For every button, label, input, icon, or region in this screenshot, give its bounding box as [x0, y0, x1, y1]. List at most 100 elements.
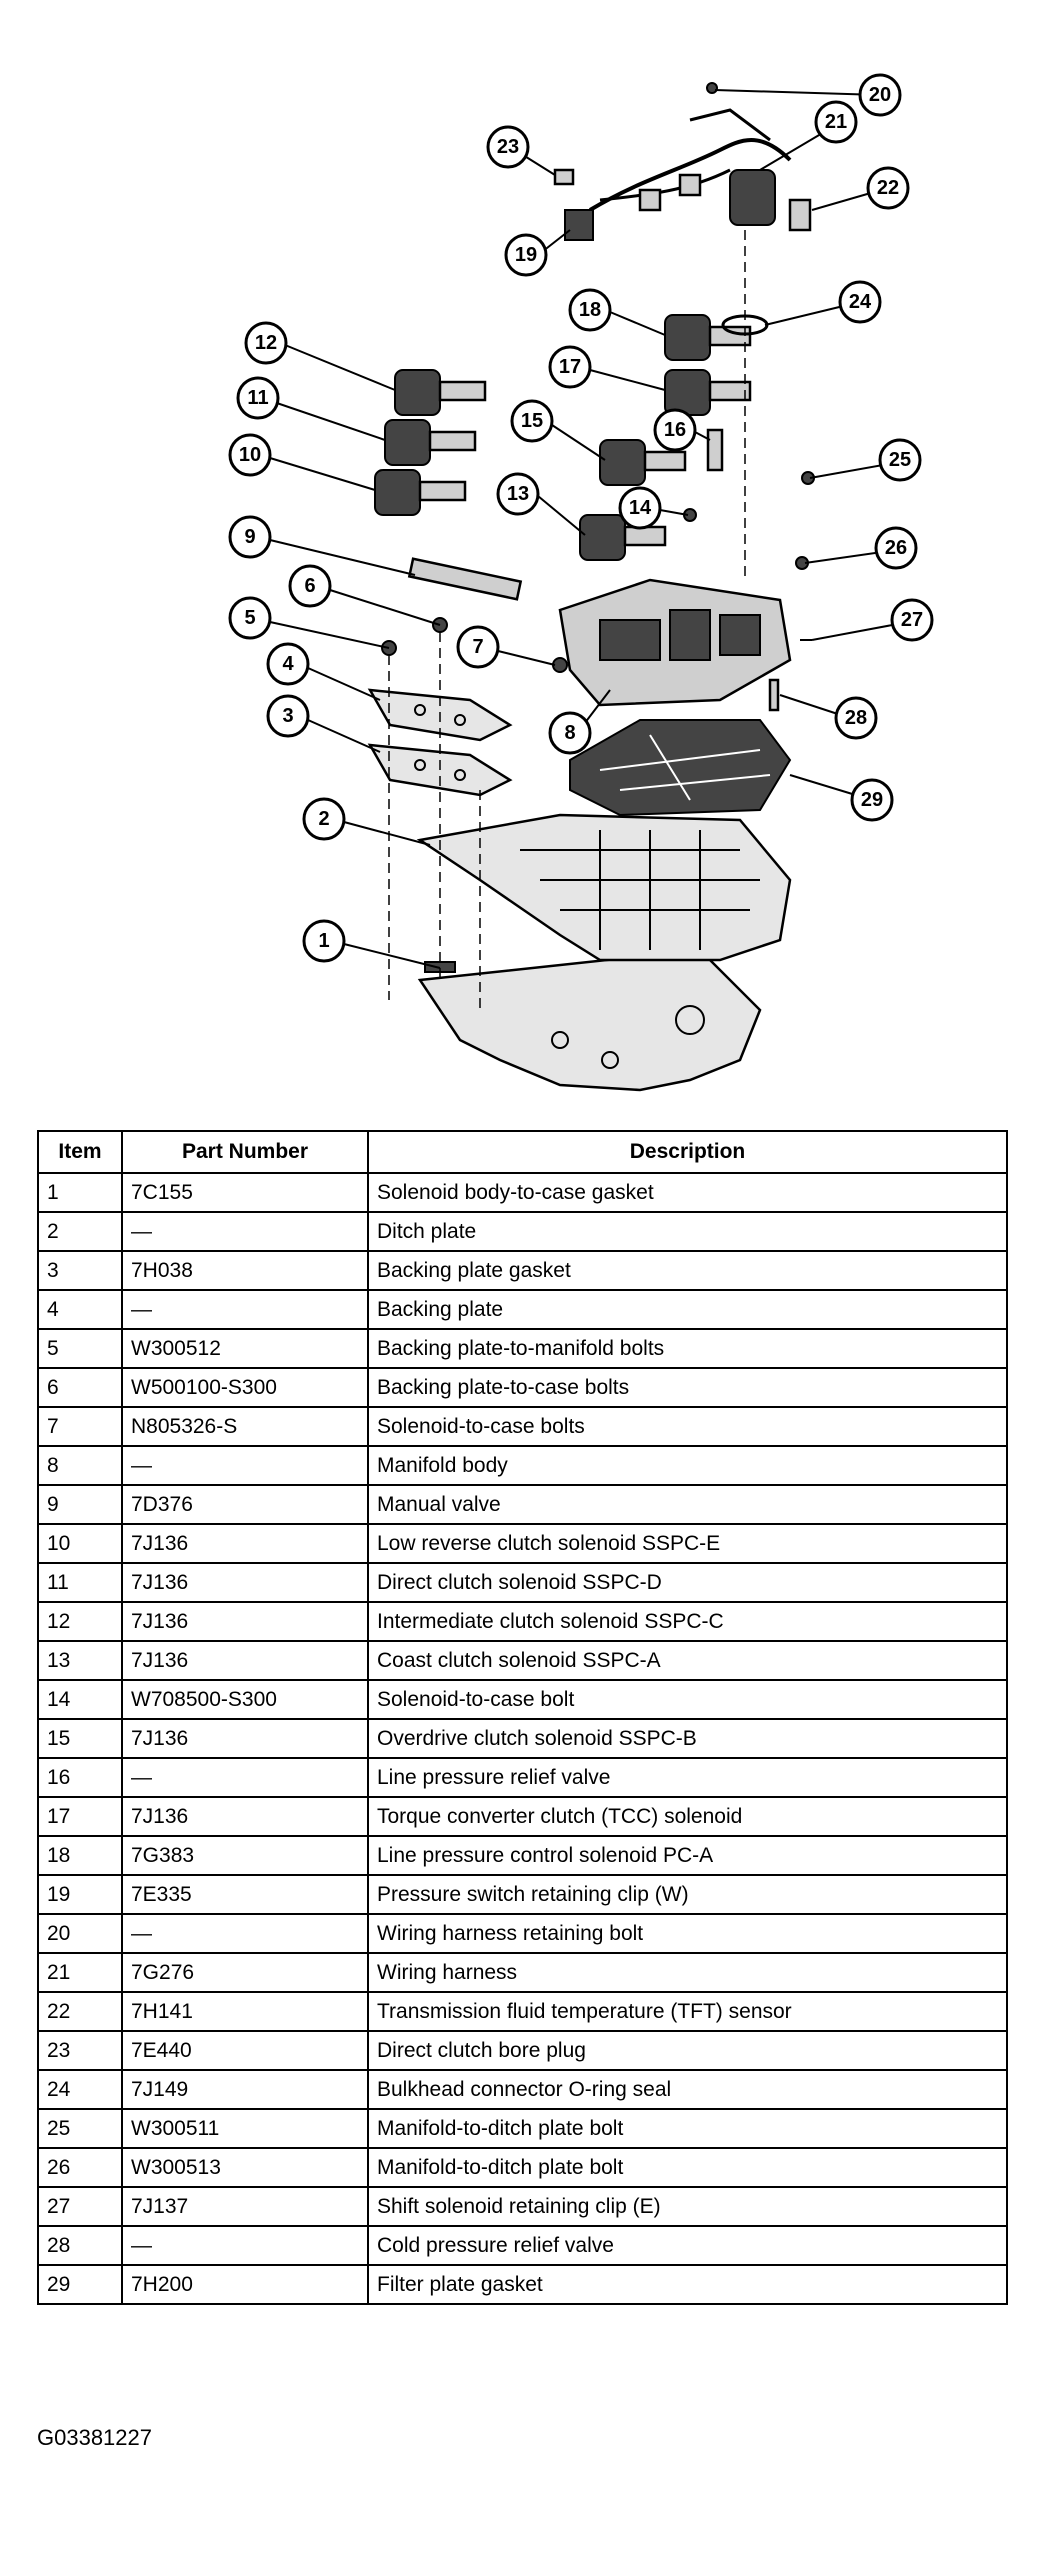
- callout-11: 11: [236, 376, 280, 420]
- callout-24: 24: [838, 280, 882, 324]
- svg-text:2: 2: [318, 808, 329, 830]
- callout-27: 27: [890, 598, 934, 642]
- cell-description: Manifold-to-ditch plate bolt: [367, 2147, 1008, 2188]
- cell-part-number: 7J137: [121, 2186, 369, 2227]
- header-item: Item: [37, 1130, 123, 1174]
- cell-description: Solenoid-to-case bolts: [367, 1406, 1008, 1447]
- cell-item: 18: [37, 1835, 123, 1876]
- cell-description: Line pressure relief valve: [367, 1757, 1008, 1798]
- svg-text:26: 26: [885, 537, 907, 559]
- callout-5: 5: [228, 596, 272, 640]
- cell-description: Intermediate clutch solenoid SSPC-C: [367, 1601, 1008, 1642]
- svg-text:13: 13: [507, 483, 529, 505]
- header-part-number: Part Number: [121, 1130, 369, 1174]
- cell-part-number: 7H141: [121, 1991, 369, 2032]
- cell-item: 11: [37, 1562, 123, 1603]
- part-8-manifold-body-shape: [558, 578, 792, 707]
- svg-text:1: 1: [318, 930, 329, 952]
- callout-29: 29: [850, 778, 894, 822]
- callout-1: 1: [302, 919, 346, 963]
- cell-item: 27: [37, 2186, 123, 2227]
- svg-text:18: 18: [579, 299, 601, 321]
- callout-14: 14: [618, 486, 662, 530]
- cell-item: 4: [37, 1289, 123, 1330]
- cell-part-number: 7C155: [121, 1172, 369, 1213]
- cell-part-number: —: [121, 2225, 369, 2266]
- cell-description: Shift solenoid retaining clip (E): [367, 2186, 1008, 2227]
- exploded-parts-diagram: 1 2 3 4 5 6 7 8 9 10 11 12 13 14 15 16 1…: [228, 73, 934, 1092]
- cell-part-number: W300511: [121, 2108, 369, 2149]
- table-row: 28—Cold pressure relief valve: [37, 2225, 1008, 2266]
- callout-2: 2: [302, 797, 346, 841]
- cell-part-number: 7J149: [121, 2069, 369, 2110]
- cell-description: Wiring harness: [367, 1952, 1008, 1993]
- svg-text:29: 29: [861, 789, 883, 811]
- svg-text:11: 11: [247, 387, 268, 409]
- cell-part-number: 7J136: [121, 1640, 369, 1681]
- cell-description: Bulkhead connector O-ring seal: [367, 2069, 1008, 2110]
- cell-description: Direct clutch bore plug: [367, 2030, 1008, 2071]
- cell-part-number: W300512: [121, 1328, 369, 1369]
- svg-text:17: 17: [559, 356, 581, 378]
- callout-7: 7: [456, 625, 500, 669]
- part-22-tft-sensor-shape: [788, 198, 812, 232]
- cell-item: 16: [37, 1757, 123, 1798]
- solenoid-10-shape: [374, 469, 467, 516]
- cell-part-number: 7H200: [121, 2264, 369, 2305]
- cell-item: 26: [37, 2147, 123, 2188]
- callout-20: 20: [858, 73, 902, 117]
- part-23-plug-shape: [553, 168, 575, 186]
- part-1-gasket-shape: [417, 948, 762, 1092]
- cell-part-number: 7H038: [121, 1250, 369, 1291]
- cell-item: 3: [37, 1250, 123, 1291]
- callout-10: 10: [228, 433, 272, 477]
- cell-part-number: W708500-S300: [121, 1679, 369, 1720]
- cell-part-number: —: [121, 1211, 369, 1252]
- cell-description: Backing plate: [367, 1289, 1008, 1330]
- cell-item: 20: [37, 1913, 123, 1954]
- cell-description: Wiring harness retaining bolt: [367, 1913, 1008, 1954]
- callout-16: 16: [653, 408, 697, 452]
- cell-description: Backing plate-to-manifold bolts: [367, 1328, 1008, 1369]
- callout-6: 6: [288, 564, 332, 608]
- callout-3: 3: [266, 694, 310, 738]
- figure-id: G03381227: [37, 2425, 152, 2450]
- callout-23: 23: [486, 125, 530, 169]
- callout-9: 9: [228, 515, 272, 559]
- cell-description: Backing plate gasket: [367, 1250, 1008, 1291]
- callout-12: 12: [244, 321, 288, 365]
- cell-item: 13: [37, 1640, 123, 1681]
- cell-item: 5: [37, 1328, 123, 1369]
- cell-item: 28: [37, 2225, 123, 2266]
- callout-28: 28: [834, 696, 878, 740]
- cell-description: Manifold-to-ditch plate bolt: [367, 2108, 1008, 2149]
- part-21-wiring-harness-shape: [588, 108, 792, 226]
- solenoid-15-shape: [599, 439, 687, 486]
- svg-text:21: 21: [825, 111, 847, 133]
- cell-description: Ditch plate: [367, 1211, 1008, 1252]
- cell-item: 1: [37, 1172, 123, 1213]
- part-29-filter-gasket-shape: [569, 719, 792, 817]
- svg-text:15: 15: [521, 410, 543, 432]
- cell-description: Overdrive clutch solenoid SSPC-B: [367, 1718, 1008, 1759]
- callout-21: 21: [814, 100, 858, 144]
- svg-text:3: 3: [282, 705, 293, 727]
- cell-item: 22: [37, 1991, 123, 2032]
- cell-description: Filter plate gasket: [367, 2264, 1008, 2305]
- cell-item: 23: [37, 2030, 123, 2071]
- cell-item: 7: [37, 1406, 123, 1447]
